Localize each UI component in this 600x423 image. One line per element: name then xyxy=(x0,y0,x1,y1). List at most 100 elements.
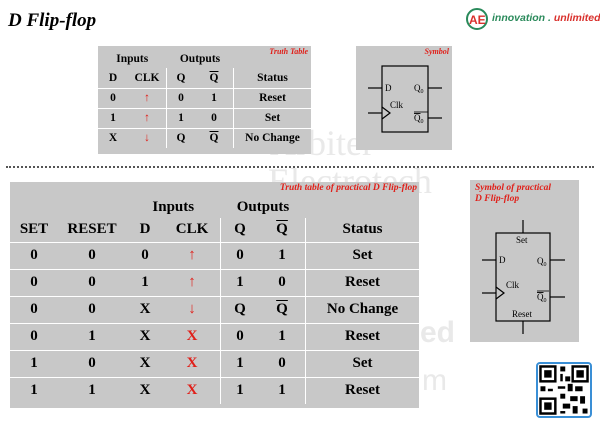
symbol-pin-q: Q xyxy=(414,83,421,93)
cell-qbar: Q xyxy=(195,128,234,148)
practical-truth-table: Inputs Outputs SET RESET D CLK Q Q Statu… xyxy=(10,196,419,404)
cell-clk: ↑ xyxy=(128,108,167,128)
header-inputs: Inputs xyxy=(152,198,195,215)
col-qbar: Q xyxy=(195,68,234,88)
cell-d: 0 xyxy=(110,92,116,104)
header-outputs: Outputs xyxy=(179,53,221,65)
qr-code-icon xyxy=(539,365,589,415)
svg-text:Q0: Q0 xyxy=(414,113,424,125)
svg-text:Q0: Q0 xyxy=(414,83,424,95)
cell-d: 0 xyxy=(141,247,149,263)
cell-set: 0 xyxy=(30,301,38,317)
header-outputs: Outputs xyxy=(236,198,290,215)
cell-q: 0 xyxy=(236,247,244,263)
practical-pin-reset: Reset xyxy=(512,309,532,319)
cell-status: Set xyxy=(352,355,373,371)
cell-status: No Change xyxy=(245,132,300,145)
cell-qbar: 1 xyxy=(259,242,306,269)
symbol-pin-qbar: Q xyxy=(414,113,421,123)
cell-d: 1 xyxy=(141,274,149,290)
cell-qbar: 0 xyxy=(195,108,234,128)
cell-clk: ↑ xyxy=(128,88,167,108)
cell-clk: X xyxy=(164,377,221,404)
cell-clk: ↑ xyxy=(164,242,221,269)
practical-flip-flop-symbol: Set D Clk Reset Q0 Q0 xyxy=(482,220,565,334)
col-q: Q xyxy=(234,221,246,238)
brand-initials: AE xyxy=(469,13,486,27)
cell-set: 0 xyxy=(30,274,38,290)
col-clk: CLK xyxy=(128,68,167,88)
page-title: D Flip-flop xyxy=(8,10,97,31)
cell-set: 0 xyxy=(30,328,38,344)
cell-clk: X xyxy=(164,323,221,350)
cell-d: X xyxy=(139,355,151,371)
symbol-pin-d: D xyxy=(385,83,392,93)
col-status: Status xyxy=(342,221,383,238)
symbol-pin-clk: Clk xyxy=(390,100,404,110)
cell-set: 1 xyxy=(30,382,38,399)
cell-reset: 0 xyxy=(88,247,96,263)
col-d: D xyxy=(139,221,151,238)
watermark-suffix2: m xyxy=(422,364,447,397)
cell-q: Q xyxy=(234,301,246,317)
practical-pin-qbar: Q xyxy=(537,292,544,302)
cell-q: 1 xyxy=(236,382,244,399)
col-q: Q xyxy=(176,71,186,84)
cell-clk: ↓ xyxy=(164,296,221,323)
cell-d: X xyxy=(139,328,151,344)
symbol-caption: Symbol xyxy=(424,47,449,56)
brand-text: innovation . unlimited xyxy=(492,12,600,24)
brand-text-accent: unlimited xyxy=(553,12,600,24)
cell-qbar: 0 xyxy=(259,269,306,296)
practical-pin-d: D xyxy=(499,255,506,265)
cell-qbar: 0 xyxy=(259,350,306,377)
cell-q: Q xyxy=(176,132,186,145)
col-clk: CLK xyxy=(164,218,221,242)
cell-qbar: Q xyxy=(259,296,306,323)
svg-text:Q0: Q0 xyxy=(537,292,547,304)
cell-d: 1 xyxy=(110,112,116,124)
cell-set: 0 xyxy=(30,247,38,263)
cell-reset: 0 xyxy=(88,301,96,317)
cell-clk: ↓ xyxy=(128,128,167,148)
cell-reset: 1 xyxy=(88,382,96,399)
cell-clk: X xyxy=(164,350,221,377)
cell-q: 1 xyxy=(236,274,244,290)
practical-pin-clk: Clk xyxy=(506,280,520,290)
cell-status: Set xyxy=(264,112,281,124)
brand-logo: AE innovation . unlimited xyxy=(464,7,600,31)
practical-truth-table-caption: Truth table of practical D Flip-flop xyxy=(279,183,417,193)
cell-clk: ↑ xyxy=(164,269,221,296)
practical-pin-q: Q xyxy=(537,256,544,266)
col-reset: RESET xyxy=(67,221,117,238)
svg-text:Q0: Q0 xyxy=(537,256,547,268)
symbol-panel: Symbol D Clk Q0 Q0 xyxy=(356,46,452,150)
watermark-suffix1: ed xyxy=(420,316,456,349)
cell-qbar: 1 xyxy=(259,377,306,404)
cell-q: 1 xyxy=(178,112,184,124)
cell-reset: 0 xyxy=(88,355,96,371)
cell-status: Reset xyxy=(345,274,380,290)
qr-code xyxy=(536,362,592,418)
cell-q: 0 xyxy=(236,328,244,344)
cell-status: No Change xyxy=(326,301,399,317)
cell-status: Reset xyxy=(345,382,380,399)
section-divider xyxy=(6,166,594,168)
brand-text-sep: . xyxy=(545,12,554,24)
cell-status: Reset xyxy=(345,328,380,344)
col-status: Status xyxy=(257,71,288,84)
col-d: D xyxy=(108,71,118,84)
cell-status: Reset xyxy=(259,92,286,104)
cell-qbar: 1 xyxy=(195,88,234,108)
cell-status: Set xyxy=(352,247,373,263)
